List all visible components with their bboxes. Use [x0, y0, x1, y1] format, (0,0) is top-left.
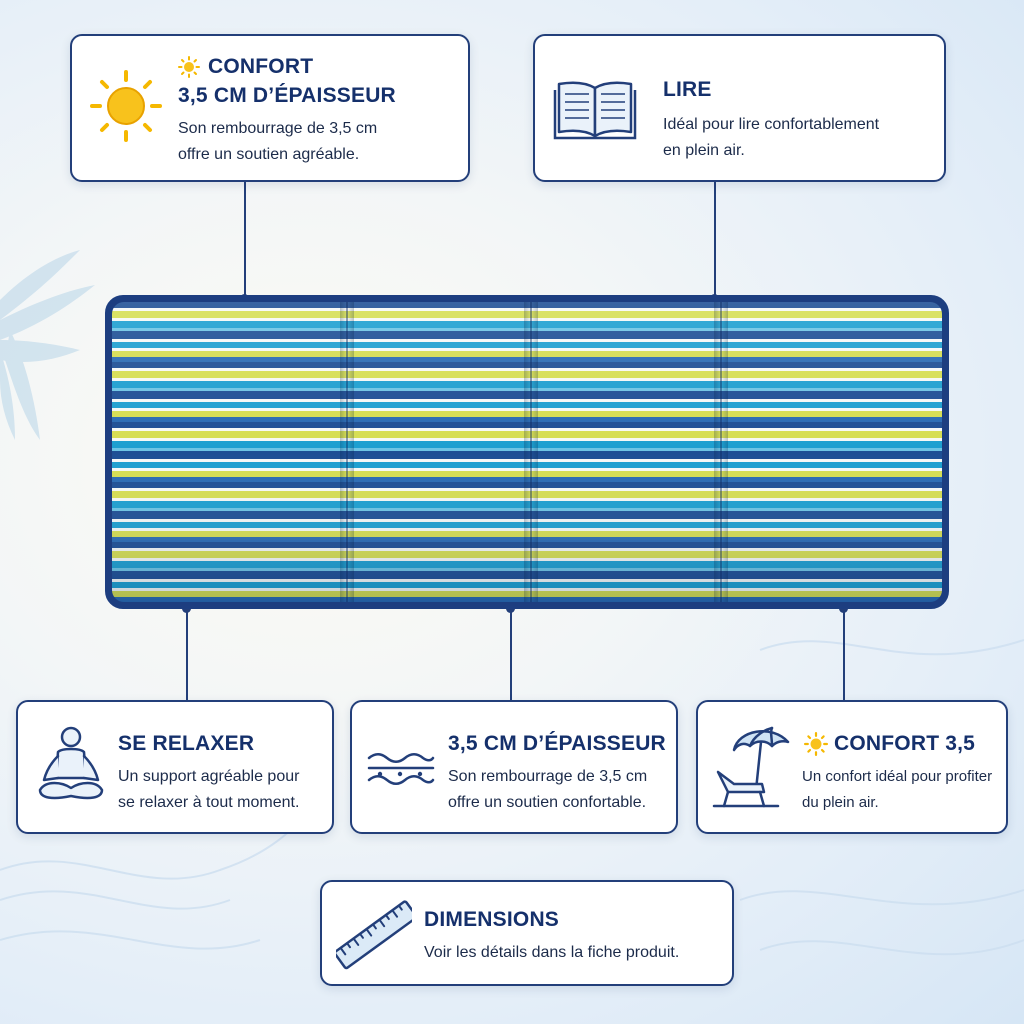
- dimensions-title: DIMENSIONS: [424, 908, 560, 931]
- epaisseur-text-line1: Son rembourrage de 3,5 cm: [448, 768, 648, 785]
- dimensions-text: Voir les détails dans la fiche produit.: [424, 944, 680, 961]
- relaxer-title: SE RELAXER: [118, 732, 255, 755]
- ruler-icon: [336, 900, 412, 970]
- cushion-seams: [340, 302, 728, 602]
- relaxer-text-line1: Un support agréable pour: [118, 768, 300, 785]
- confort-text-line2: offre un soutien agréable.: [178, 146, 360, 163]
- connector-line-relaxer: [186, 608, 188, 700]
- connector-line-confort-bottom: [843, 608, 845, 700]
- connector-line-lire: [714, 181, 716, 299]
- epaisseur-text-line2: offre un soutien confortable.: [448, 794, 647, 811]
- beach-chair-umbrella-icon: [712, 726, 790, 808]
- waves-icon: [367, 753, 435, 785]
- callout-card-confort-bottom: CONFORT 3,5 Un confort idéal pour profit…: [696, 700, 1008, 834]
- small-sun-icon: [804, 732, 828, 756]
- connector-line-confort: [244, 181, 246, 299]
- sun-icon: [90, 70, 162, 142]
- callout-card-confort: CONFORT 3,5 CM D’ÉPAISSEUR Son rembourra…: [70, 34, 470, 182]
- cushion-image: [105, 295, 949, 609]
- small-sun-icon: [178, 56, 200, 78]
- epaisseur-title: 3,5 CM D’ÉPAISSEUR: [448, 732, 666, 755]
- confort-title: CONFORT: [208, 55, 314, 78]
- confort-subtitle: 3,5 CM D’ÉPAISSEUR: [178, 84, 396, 107]
- callout-card-epaisseur: 3,5 CM D’ÉPAISSEUR Son rembourrage de 3,…: [350, 700, 678, 834]
- confort-text-line1: Son rembourrage de 3,5 cm: [178, 120, 378, 137]
- lire-text-line1: Idéal pour lire confortablement: [663, 116, 880, 133]
- relaxer-text-line2: se relaxer à tout moment.: [118, 794, 300, 811]
- connector-line-epaisseur: [510, 608, 512, 700]
- palm-leaf-decoration: [0, 250, 95, 440]
- confort-bottom-title: CONFORT 3,5: [834, 732, 976, 755]
- open-book-icon: [553, 81, 637, 140]
- lire-text-line2: en plein air.: [663, 142, 745, 159]
- callout-card-dimensions: DIMENSIONS Voir les détails dans la fich…: [320, 880, 734, 986]
- confort-bottom-text-line1: Un confort idéal pour profiter: [802, 768, 993, 785]
- callout-card-lire: LIRE Idéal pour lire confortablement en …: [533, 34, 946, 182]
- meditation-icon: [38, 726, 104, 800]
- lire-title: LIRE: [663, 78, 712, 101]
- callout-card-relaxer: SE RELAXER Un support agréable pour se r…: [16, 700, 334, 834]
- confort-bottom-text-line2: du plein air.: [802, 794, 879, 811]
